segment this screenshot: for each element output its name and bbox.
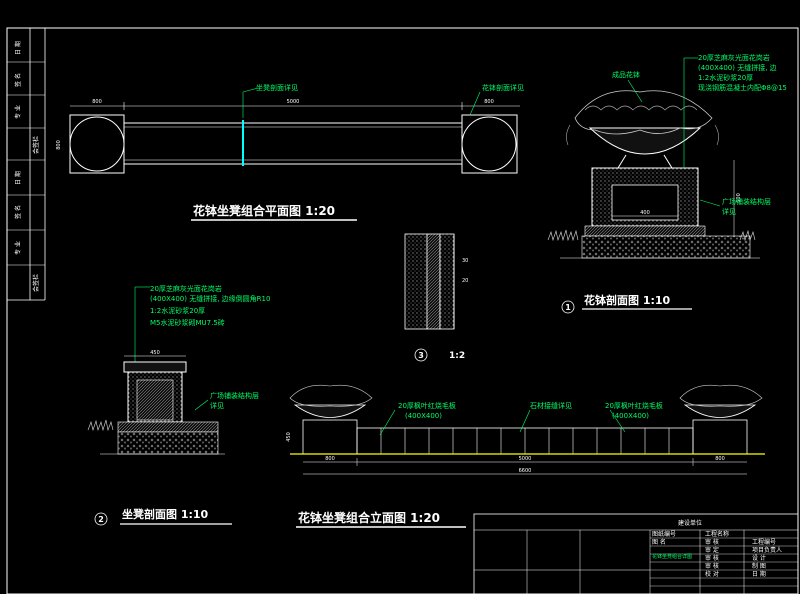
planter-section-title: 花钵剖面图 1:10 (584, 293, 671, 307)
margin-strip-label: 会签栏 (32, 274, 40, 292)
tb-proofed: 校 对 (705, 570, 719, 578)
bench-section: 20厚芝麻灰光面花岗岩 (400X400) 无缝拼接, 边缘倒圆角R10 1:2… (87, 284, 270, 526)
planter-note-granite: 20厚芝麻灰光面花岗岩 (698, 53, 770, 62)
elev-dim-left: 800 (325, 456, 335, 462)
margin-strip-label: 专 业 (14, 241, 22, 255)
margin-strip-label: 专 业 (14, 105, 22, 119)
elev-note-joint: 石材接缝详见 (530, 401, 572, 410)
bench-note-granite-size: (400X400) 无缝拼接, 边缘倒圆角R10 (150, 294, 270, 303)
tb-figure-name: 图 名 (652, 538, 666, 546)
elev-note-slab-left: 20厚枫叶红烧毛板 (398, 401, 456, 410)
margin-strip-label: 日 期 (14, 41, 22, 55)
bench-note-structure-2: 详见 (210, 401, 224, 410)
plan-view: 800 5000 800 800 坐凳剖面详见 花钵剖面详见 花钵坐凳组合平面图… (56, 83, 524, 221)
tb-design: 设 计 (752, 554, 766, 562)
planter-note-flowers: 成品花钵 (612, 70, 640, 79)
planter-note-structure-2: 详见 (722, 207, 736, 216)
tb-checked-by: 审 核 (705, 538, 719, 546)
elev-dim-middle: 5000 (519, 456, 532, 462)
tb-project-number: 工程编号 (752, 538, 776, 546)
planter-note-granite-size: (400X400) 无缝拼接, 边 (698, 63, 777, 72)
bench-note-mortar: 1:2水泥砂浆20厚 (150, 306, 205, 315)
tb-project-name: 工程名称 (705, 530, 729, 538)
bench-dim-width: 450 (150, 350, 160, 356)
margin-strip-label: 签 名 (14, 73, 22, 87)
tb-drawing-no: 图纸编号 (652, 530, 676, 538)
plan-note-planter-section: 花钵剖面详见 (482, 83, 524, 92)
detail3-dim-b: 20 (462, 278, 468, 284)
planter-section: 400 600 成品花钵 20厚芝麻灰光面花岗岩 (400X400) 无缝拼接,… (547, 53, 787, 314)
tb-builder: 建设单位 (678, 519, 702, 527)
plan-dim-height: 800 (56, 140, 62, 150)
tb-approved: 审 核 (705, 554, 719, 562)
tb-drafted: 审 核 (705, 562, 719, 570)
tb-reviewed: 审 定 (705, 546, 719, 554)
elev-dim-height: 450 (286, 432, 292, 442)
bench-note-granite: 20厚芝麻灰光面花岗岩 (150, 284, 222, 293)
planter-dim-inner: 400 (640, 210, 650, 216)
tb-date: 日 期 (752, 570, 766, 578)
planter-section-number: 1 (565, 303, 571, 312)
elev-note-slab-right: 20厚枫叶红烧毛板 (605, 401, 663, 410)
tb-drawing-title: 花钵坐凳组合详图 (652, 553, 692, 560)
elevation-title: 花钵坐凳组合立面图 1:20 (298, 510, 440, 525)
elevation-view: 800 5000 800 6600 450 20厚枫叶红烧毛板 (400X400… (286, 384, 765, 528)
margin-strip-label: 签 名 (14, 205, 22, 219)
detail3-dim-a: 30 (462, 258, 468, 264)
detail3-number: 3 (418, 351, 424, 360)
bench-section-number: 2 (98, 515, 104, 524)
left-margin-strip: 日 期 签 名 专 业 会签栏 日 期 签 名 专 业 会签栏 (7, 28, 46, 301)
detail-3: 30 20 3 1:2 (404, 233, 468, 362)
margin-strip-label: 会签栏 (32, 136, 40, 154)
title-block: 建设单位 图纸编号 工程名称 图 名 审 核 工程编号 审 定 项目负责人 花钵… (473, 513, 799, 594)
detail3-scale: 1:2 (449, 351, 465, 361)
bench-section-title: 坐凳剖面图 1:10 (122, 507, 209, 521)
elev-dim-total: 6600 (519, 468, 532, 474)
planter-note-mortar: 1:2水泥砂浆20厚 (698, 73, 753, 82)
elev-note-slab-right-size: (400X400) (612, 412, 649, 420)
plan-dim-middle: 5000 (287, 99, 300, 105)
plan-dim-right: 800 (484, 99, 494, 105)
tb-drafting: 制 图 (752, 562, 766, 570)
planter-dim-height: 600 (736, 193, 742, 203)
bench-note-brick: M5水泥砂浆砌MU7.5砖 (150, 318, 225, 327)
plan-title: 花钵坐凳组合平面图 1:20 (193, 203, 335, 218)
sheet-border (6, 27, 799, 594)
elev-dim-right: 800 (715, 456, 725, 462)
margin-strip-label: 日 期 (14, 171, 22, 185)
planter-note-structure: 广场铺装结构层 (722, 197, 771, 206)
bench-note-structure: 广场铺装结构层 (210, 391, 259, 400)
plan-note-bench-section: 坐凳剖面详见 (256, 83, 298, 92)
elev-note-slab-left-size: (400X400) (405, 412, 442, 420)
tb-project-leader: 项目负责人 (752, 546, 782, 554)
planter-note-concrete: 现浇钢筋混凝土内配Φ8@15 (698, 83, 787, 92)
plan-dim-left: 800 (92, 99, 102, 105)
